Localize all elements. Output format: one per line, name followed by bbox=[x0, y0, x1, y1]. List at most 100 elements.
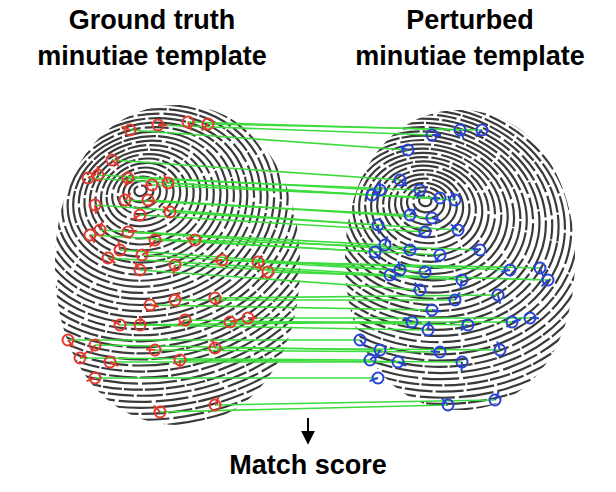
ridge-line bbox=[0, 3, 393, 427]
match-line bbox=[248, 317, 530, 319]
minutia-marker bbox=[150, 235, 161, 248]
minutia-direction bbox=[87, 378, 95, 381]
minutia-marker bbox=[420, 267, 433, 278]
minutia-direction bbox=[90, 235, 95, 243]
minutia-direction bbox=[390, 275, 397, 280]
minutia-direction bbox=[428, 321, 429, 330]
minutia-direction bbox=[415, 283, 420, 290]
minutia-direction bbox=[360, 340, 366, 347]
minutiae-markers bbox=[63, 117, 274, 418]
minutia-direction bbox=[108, 258, 115, 263]
minutia-marker bbox=[210, 293, 221, 307]
minutia-direction bbox=[150, 305, 159, 306]
minutia-marker bbox=[431, 193, 445, 204]
minutia-direction bbox=[140, 316, 141, 325]
match-line bbox=[142, 255, 425, 272]
match-line bbox=[140, 215, 425, 232]
minutia-direction bbox=[100, 221, 102, 230]
ridge-line bbox=[289, 95, 569, 343]
minutia-direction bbox=[88, 174, 96, 178]
minutia-direction bbox=[112, 321, 120, 326]
minutia-marker bbox=[507, 317, 521, 328]
minutia-marker bbox=[85, 230, 96, 243]
minutia-marker bbox=[542, 275, 554, 287]
minutia-direction bbox=[398, 362, 406, 366]
minutia-direction bbox=[164, 175, 168, 183]
minutia-marker bbox=[457, 275, 468, 289]
minutia-direction bbox=[97, 166, 99, 175]
minutia-marker bbox=[370, 247, 381, 260]
minutia-marker bbox=[75, 352, 87, 363]
ridge-line bbox=[173, 6, 616, 465]
match-line bbox=[68, 339, 360, 341]
minutia-marker bbox=[405, 208, 416, 220]
minutia-direction bbox=[150, 240, 155, 247]
match-line bbox=[195, 240, 480, 250]
minutia-direction bbox=[404, 318, 412, 323]
minutia-direction bbox=[495, 392, 499, 400]
minutia-marker bbox=[427, 130, 442, 141]
minutia-marker bbox=[135, 263, 146, 276]
minutia-marker bbox=[143, 195, 157, 206]
minutia-marker bbox=[153, 120, 168, 131]
ridge-line bbox=[0, 0, 512, 492]
minutia-direction bbox=[146, 348, 155, 351]
minutia-marker bbox=[123, 227, 137, 238]
minutia-direction bbox=[451, 224, 458, 230]
minutia-marker bbox=[365, 354, 377, 365]
minutia-direction bbox=[377, 225, 380, 234]
ridge-line bbox=[0, 0, 417, 449]
minutia-marker bbox=[210, 397, 221, 411]
match-line bbox=[120, 250, 400, 270]
ridge-line bbox=[227, 48, 616, 407]
minutia-direction bbox=[258, 262, 261, 270]
minutia-direction bbox=[540, 268, 543, 276]
minutia-marker bbox=[154, 405, 166, 417]
minutia-direction bbox=[417, 232, 425, 236]
minutia-marker bbox=[170, 292, 181, 305]
minutia-marker bbox=[431, 347, 445, 358]
minutia-marker bbox=[493, 290, 504, 304]
minutia-direction bbox=[215, 397, 219, 405]
match-line bbox=[175, 299, 455, 301]
minutia-direction bbox=[542, 280, 548, 286]
minutia-marker bbox=[427, 305, 441, 316]
ridge-line bbox=[207, 32, 616, 429]
ridge-line bbox=[132, 0, 616, 492]
minutia-direction bbox=[125, 178, 128, 187]
minutia-direction bbox=[148, 200, 157, 203]
minutia-marker bbox=[417, 227, 430, 238]
minutia-marker bbox=[120, 193, 131, 205]
minutia-direction bbox=[432, 134, 441, 136]
template-heading: Perturbed minutiae template bbox=[350, 2, 590, 74]
match-line bbox=[112, 160, 400, 180]
minutia-direction bbox=[118, 241, 120, 250]
minutia-direction bbox=[68, 340, 74, 347]
minutia-direction bbox=[212, 339, 215, 348]
minutia-marker bbox=[243, 313, 257, 324]
ridge-line bbox=[0, 0, 519, 492]
minutia-marker bbox=[186, 235, 200, 246]
minutia-direction bbox=[501, 270, 510, 272]
ridge-line bbox=[0, 0, 472, 492]
minutia-marker bbox=[423, 321, 434, 335]
minutia-direction bbox=[91, 345, 95, 353]
minutia-marker bbox=[415, 283, 426, 296]
minutia-marker bbox=[471, 245, 485, 256]
minutia-marker bbox=[415, 185, 426, 199]
minutia-marker bbox=[393, 357, 407, 368]
minutia-direction bbox=[461, 325, 468, 330]
minutia-direction bbox=[163, 206, 170, 212]
minutia-direction bbox=[372, 191, 380, 195]
minutia-marker bbox=[178, 315, 191, 326]
match-line bbox=[215, 348, 500, 350]
heading-text: Perturbed minutiae template bbox=[350, 2, 590, 74]
match-line bbox=[130, 130, 408, 150]
match-line bbox=[148, 200, 432, 218]
minutia-direction bbox=[432, 218, 441, 221]
minutia-marker bbox=[170, 260, 181, 274]
template-heading: Ground truth minutiae template bbox=[32, 2, 272, 74]
minutia-direction bbox=[530, 317, 539, 319]
ridge-line bbox=[145, 0, 616, 492]
minutia-marker bbox=[105, 357, 119, 368]
